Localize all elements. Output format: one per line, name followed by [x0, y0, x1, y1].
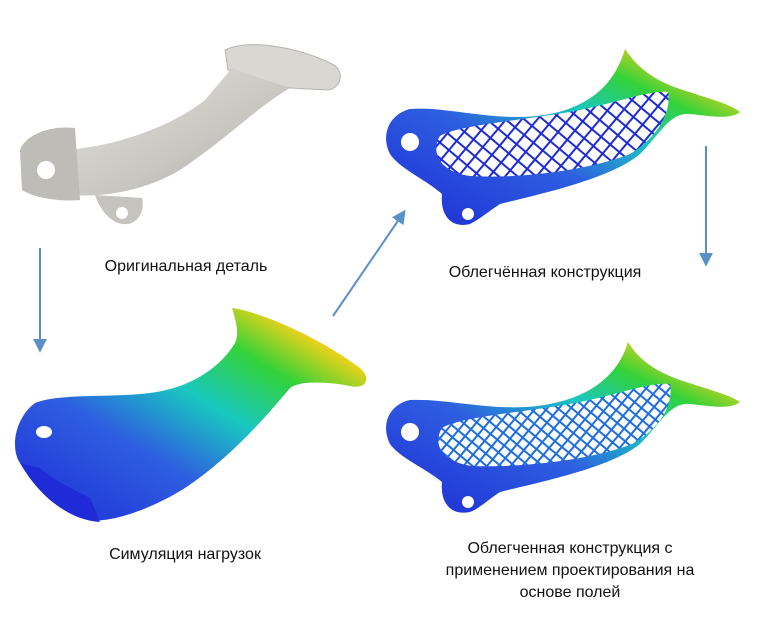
caption-original: Оригинальная деталь [104, 258, 268, 275]
lightweight-part-image [386, 49, 740, 225]
caption-simulation: Симуляция нагрузок [109, 546, 261, 563]
caption-field-driven: Облегченная конструкция с применением пр… [445, 540, 695, 601]
field-driven-part-image [386, 342, 740, 513]
simulation-part-image [15, 308, 367, 522]
arrow-simulation-to-lightweight [332, 209, 406, 317]
caption-lightweight: Облегчённая конструкция [448, 264, 642, 281]
original-part-image [20, 44, 341, 225]
